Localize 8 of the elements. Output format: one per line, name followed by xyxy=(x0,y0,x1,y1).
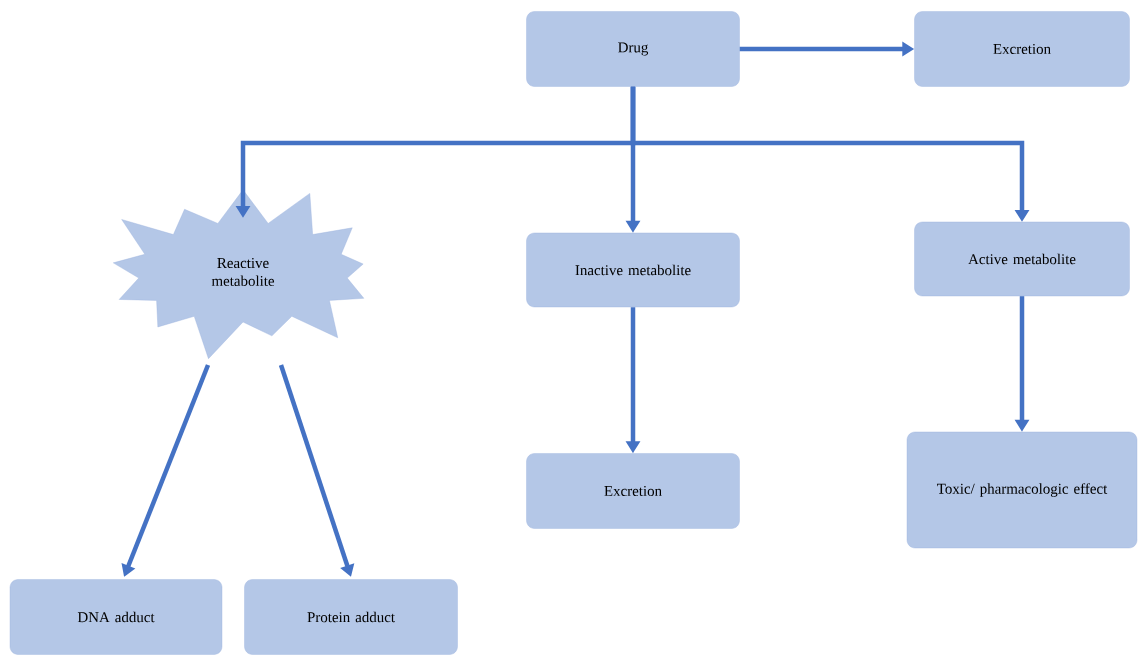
process-box: Excretion xyxy=(526,453,740,529)
process-box: Drug xyxy=(526,11,740,87)
process-box: Protein adduct xyxy=(244,579,458,655)
process-box: Active metabolite xyxy=(914,221,1130,297)
process-box: DNA adduct xyxy=(9,579,223,655)
process-box: Inactive metabolite xyxy=(526,232,740,308)
process-box: Toxic/ pharmacologic effect xyxy=(906,431,1138,549)
process-box: Excretion xyxy=(914,11,1130,87)
